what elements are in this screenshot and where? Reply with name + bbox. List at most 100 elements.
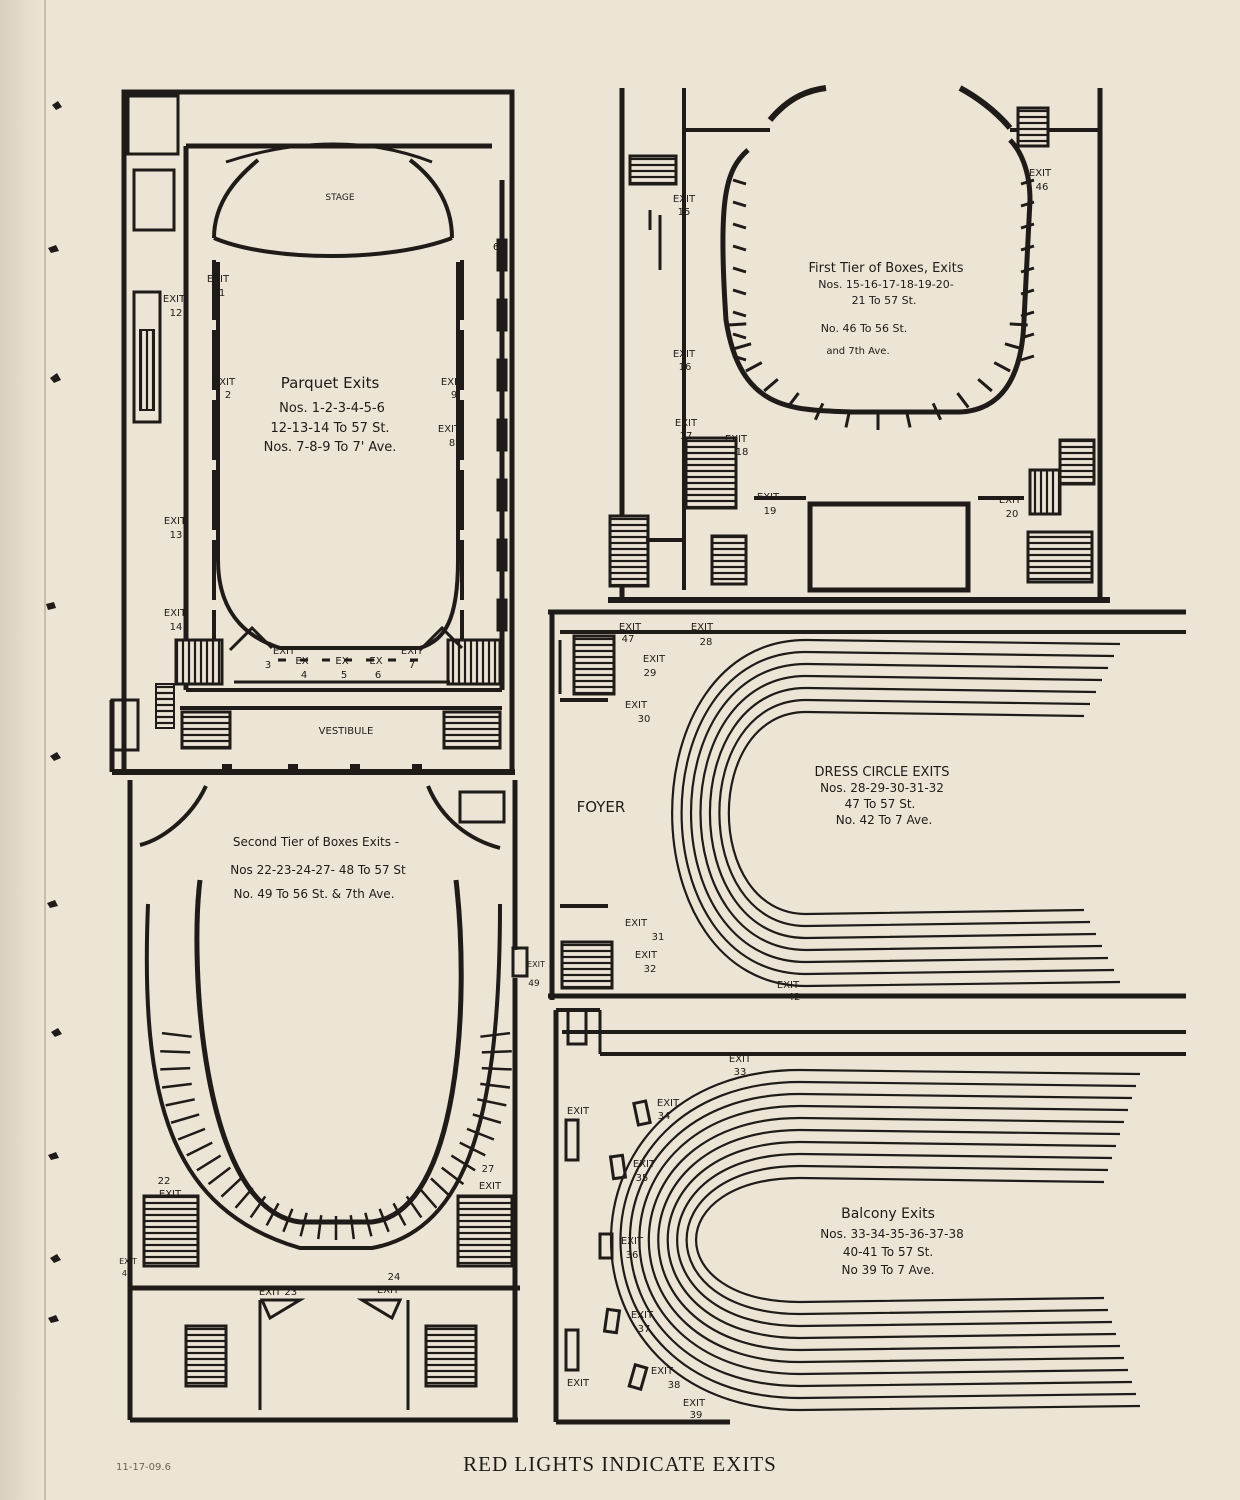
box-partition [481,1049,512,1054]
exit-17-label: EXIT [675,418,698,429]
box-partition [1020,332,1035,340]
exit-7-label: EXIT [401,646,424,657]
exit-6-number: 6 [375,670,381,681]
exit-41-label: EXIT [567,1378,590,1389]
seat-row [657,1128,1121,1352]
box-partition [220,1177,242,1198]
box-partition [1020,244,1035,252]
second-tier-line-2: No. 49 To 56 St. & 7th Ave. [233,887,394,901]
foyer-label: FOYER [577,798,626,816]
exit-2-label: EXIT [213,377,236,388]
first-tier-line-3: No. 46 To 56 St. [821,322,908,335]
exit-23-label: EXIT 23 [259,1287,297,1298]
exit-39-number: 39 [690,1410,703,1421]
exit-14-label: EXIT [164,608,187,619]
box-partition [450,1154,476,1172]
wall-mark-6: 6 [493,242,499,253]
exit-29-number: 29 [644,668,657,679]
second-tier-line-1: Nos 22-23-24-27- 48 To 57 St [230,863,406,877]
box-partition [931,402,943,421]
box-partition [472,1113,502,1124]
exit-31-number: 31 [652,932,665,943]
box-partition [378,1208,390,1233]
exit-30-number: 30 [638,714,651,725]
binding-stitches [46,101,62,1323]
exit-46-label: EXIT [1029,168,1052,179]
box-partition [477,1098,507,1107]
exit-22-label: EXIT [159,1189,182,1200]
seat-row [699,674,1103,952]
exit-19-number: 19 [764,506,777,517]
seat-row [685,1164,1109,1316]
first-tier-line-1: Nos. 15-16-17-18-19-20- [818,278,954,291]
exit-27-number: 27 [482,1164,495,1175]
exit-36-label: EXIT [621,1236,644,1247]
exit-4-number: 4 [301,670,307,681]
dress-circle-line-1: Nos. 28-29-30-31-32 [820,781,944,795]
box-partition [160,1066,191,1071]
box-partition [299,1212,308,1237]
seat-row [727,710,1085,916]
exit-16-label: EXIT [673,349,696,360]
exit-15-number: 15 [678,207,691,218]
exit-38-number: 38 [668,1380,681,1391]
exit-18-label: EXIT [725,434,748,445]
box-partition [282,1208,294,1233]
box-partition [1020,222,1035,230]
exit-28-number: 28 [700,637,713,648]
box-partition [732,222,747,230]
exit-18-number: 18 [736,447,749,458]
exit-5-label: EX [335,656,348,667]
exit-33-label: EXIT [729,1054,752,1065]
box-partition [1020,310,1035,318]
exit-29-label: EXIT [643,654,666,665]
exit-35-number: 35 [636,1173,649,1184]
box-partition [1020,178,1035,186]
box-partition [977,378,993,393]
box-partition [392,1202,407,1227]
first-tier-line-2: 21 To 57 St. [852,294,917,307]
box-partition [904,409,912,428]
exit-35-label: EXIT [633,1159,656,1170]
box-partition [993,361,1011,373]
first-tier-line-4: and 7th Ave. [826,346,889,357]
seat-row [638,1104,1129,1376]
exit-14-number: 14 [170,622,183,633]
exit-48-number: 48 [122,1269,132,1278]
box-partition [405,1195,423,1219]
box-partition [1020,266,1035,274]
box-partition [732,332,747,340]
box-partition [459,1141,486,1157]
box-partition [170,1113,200,1124]
box-partition [207,1166,232,1186]
seat-row [666,1140,1117,1340]
exit-49-label: EXIT [527,960,545,969]
box-partition [466,1127,495,1141]
exits-caption: RED LIGHTS INDICATE EXITS [463,1452,777,1476]
box-partition [160,1049,191,1054]
exit-42-label: EXIT [777,980,800,991]
box-partition [732,178,747,186]
exit-31-label: EXIT [625,918,648,929]
exit-37-number: 37 [638,1324,651,1335]
exit-47-number: 47 [622,634,635,645]
binding-spine [0,0,44,1500]
exit-47-label: EXIT [619,622,642,633]
box-partition [196,1154,222,1172]
balcony-plan [553,1008,1186,1425]
exit-33-number: 33 [734,1067,747,1078]
exit-46-number: 46 [1036,182,1049,193]
exit-27-label: EXIT [479,1181,502,1192]
box-partition [430,1177,452,1198]
exit-40-label: EXIT [567,1106,590,1117]
balcony-heading: Balcony Exits [841,1206,935,1222]
exit-1-label: EXIT [207,274,230,285]
parquet-heading: Parquet Exits [281,374,380,392]
exit-9-label: EXIT [441,377,464,388]
box-partition [186,1141,213,1157]
box-partition [745,361,763,373]
box-partition [165,1098,195,1107]
box-partition [234,1187,254,1209]
box-partitions-first-tier [728,178,1035,430]
box-partition [161,1031,192,1038]
